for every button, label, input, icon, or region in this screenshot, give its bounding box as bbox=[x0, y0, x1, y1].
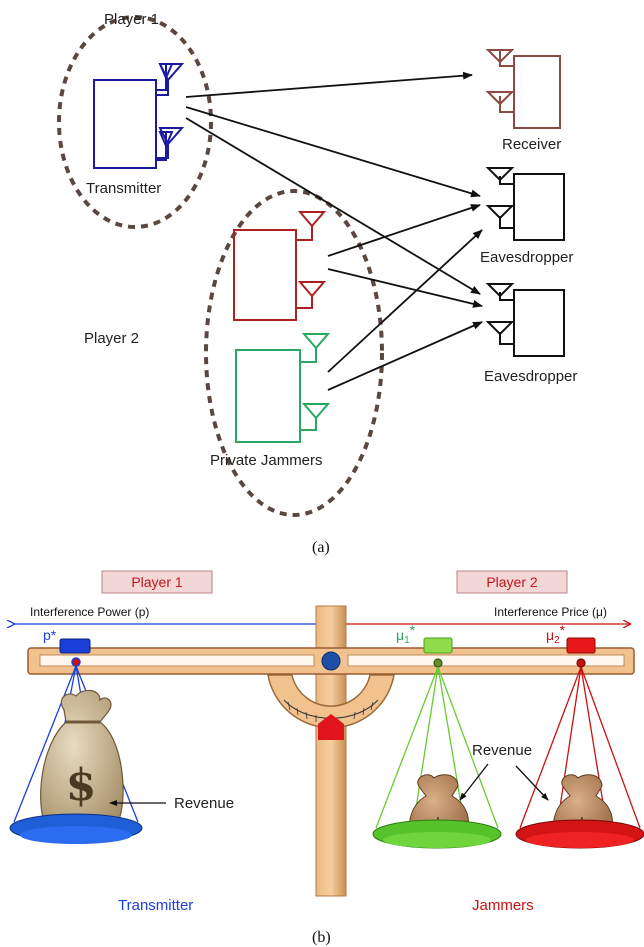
caption-a: (a) bbox=[312, 539, 330, 556]
transmitter-bottom-label: Transmitter bbox=[118, 897, 193, 914]
red-jammer-device bbox=[233, 211, 327, 321]
revenue-right-pointer-green bbox=[459, 763, 489, 801]
svg-text:Player 2: Player 2 bbox=[486, 574, 538, 590]
panel-b: Player 1 Player 2 Interference Power (p)… bbox=[9, 570, 644, 946]
eavesdropper2-device bbox=[485, 283, 565, 357]
beam-slot-left bbox=[39, 654, 315, 667]
pivot-knob bbox=[321, 651, 341, 671]
svg-text:p*: p* bbox=[43, 627, 57, 643]
player1-group-ellipse bbox=[57, 15, 213, 229]
player1-badge: Player 1 bbox=[101, 570, 213, 594]
player2-badge: Player 2 bbox=[456, 570, 568, 594]
dial-pointer bbox=[318, 714, 344, 740]
player1-label: Player 1 bbox=[104, 11, 159, 28]
signal-arrows bbox=[185, 71, 483, 391]
left-money-bag-icon: $ bbox=[40, 689, 124, 831]
p-star-marker: p* bbox=[43, 627, 91, 667]
arrow-tx-to-eve2 bbox=[185, 117, 481, 295]
svg-text:Player 1: Player 1 bbox=[131, 574, 183, 590]
transmitter-label: Transmitter bbox=[86, 180, 161, 197]
jammers-bottom-label: Jammers bbox=[472, 897, 534, 914]
receiver-label: Receiver bbox=[502, 136, 561, 153]
mu2-star-marker: μ2* bbox=[546, 622, 596, 668]
interference-power-label: Interference Power (p) bbox=[30, 605, 149, 619]
arrow-tx-to-eve1 bbox=[185, 106, 481, 198]
receiver-device bbox=[485, 49, 561, 129]
arrow-green-to-eve2 bbox=[327, 321, 483, 391]
beam-slot-right bbox=[347, 654, 625, 667]
red-scale-pan bbox=[515, 819, 644, 849]
svg-text:$: $ bbox=[66, 760, 97, 811]
interference-price-label: Interference Price (μ) bbox=[494, 605, 607, 619]
eavesdropper1-device bbox=[485, 167, 565, 241]
revenue-right-label: Revenue bbox=[472, 742, 532, 759]
eavesdropper2-label: Eavesdropper bbox=[484, 368, 577, 385]
left-scale-pan bbox=[9, 813, 143, 844]
green-jammer-device bbox=[235, 333, 331, 443]
arrow-red-to-eve1 bbox=[327, 204, 481, 257]
svg-text:μ2*: μ2* bbox=[546, 622, 566, 646]
revenue-right-pointer-red bbox=[515, 765, 549, 801]
arrow-tx-to-receiver bbox=[185, 71, 473, 98]
eavesdropper1-label: Eavesdropper bbox=[480, 249, 573, 266]
revenue-left-label: Revenue bbox=[174, 795, 234, 812]
arrow-red-to-eve2 bbox=[327, 268, 483, 308]
private-jammers-label: Private Jammers bbox=[210, 452, 323, 469]
panel-a: Player 1 Transmitter Receiver bbox=[57, 11, 577, 556]
player2-group-ellipse bbox=[204, 189, 384, 517]
caption-b: (b) bbox=[312, 929, 331, 946]
arrow-green-to-eve1 bbox=[327, 229, 483, 373]
transmitter-antenna-icon bbox=[156, 63, 185, 159]
mu1-star-marker: μ1* bbox=[396, 622, 453, 668]
green-scale-pan bbox=[372, 819, 502, 849]
player2-label: Player 2 bbox=[84, 330, 139, 347]
svg-text:μ1*: μ1* bbox=[396, 622, 416, 646]
